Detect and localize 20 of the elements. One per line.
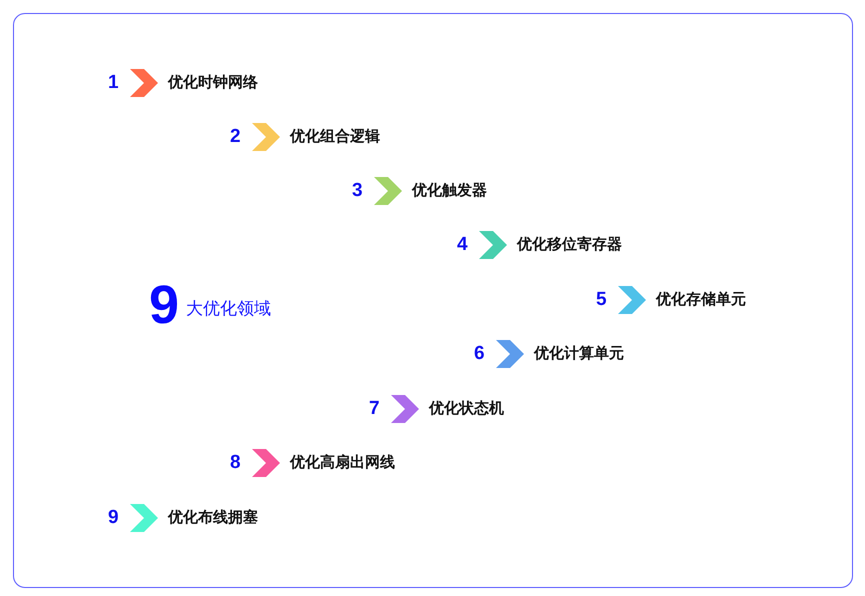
step-label: 优化触发器 <box>412 183 487 198</box>
step-number: 2 <box>230 127 241 146</box>
title-number: 9 <box>149 278 180 332</box>
step-label: 优化状态机 <box>429 401 504 416</box>
step-label: 优化计算单元 <box>534 346 624 361</box>
title-text: 大优化领域 <box>186 301 271 318</box>
step-number: 1 <box>108 73 119 92</box>
step-number: 3 <box>352 181 363 200</box>
step-label: 优化布线拥塞 <box>168 510 258 525</box>
step-number: 8 <box>230 453 241 472</box>
step-label: 优化移位寄存器 <box>517 237 622 252</box>
step-number: 9 <box>108 508 119 527</box>
step-label: 优化组合逻辑 <box>290 129 380 144</box>
step-label: 优化时钟网络 <box>168 75 258 90</box>
step-label: 优化存储单元 <box>656 292 746 307</box>
step-number: 4 <box>457 235 468 254</box>
step-number: 6 <box>474 344 485 363</box>
step-number: 5 <box>596 290 607 309</box>
step-label: 优化高扇出网线 <box>290 455 395 470</box>
step-number: 7 <box>369 399 380 418</box>
